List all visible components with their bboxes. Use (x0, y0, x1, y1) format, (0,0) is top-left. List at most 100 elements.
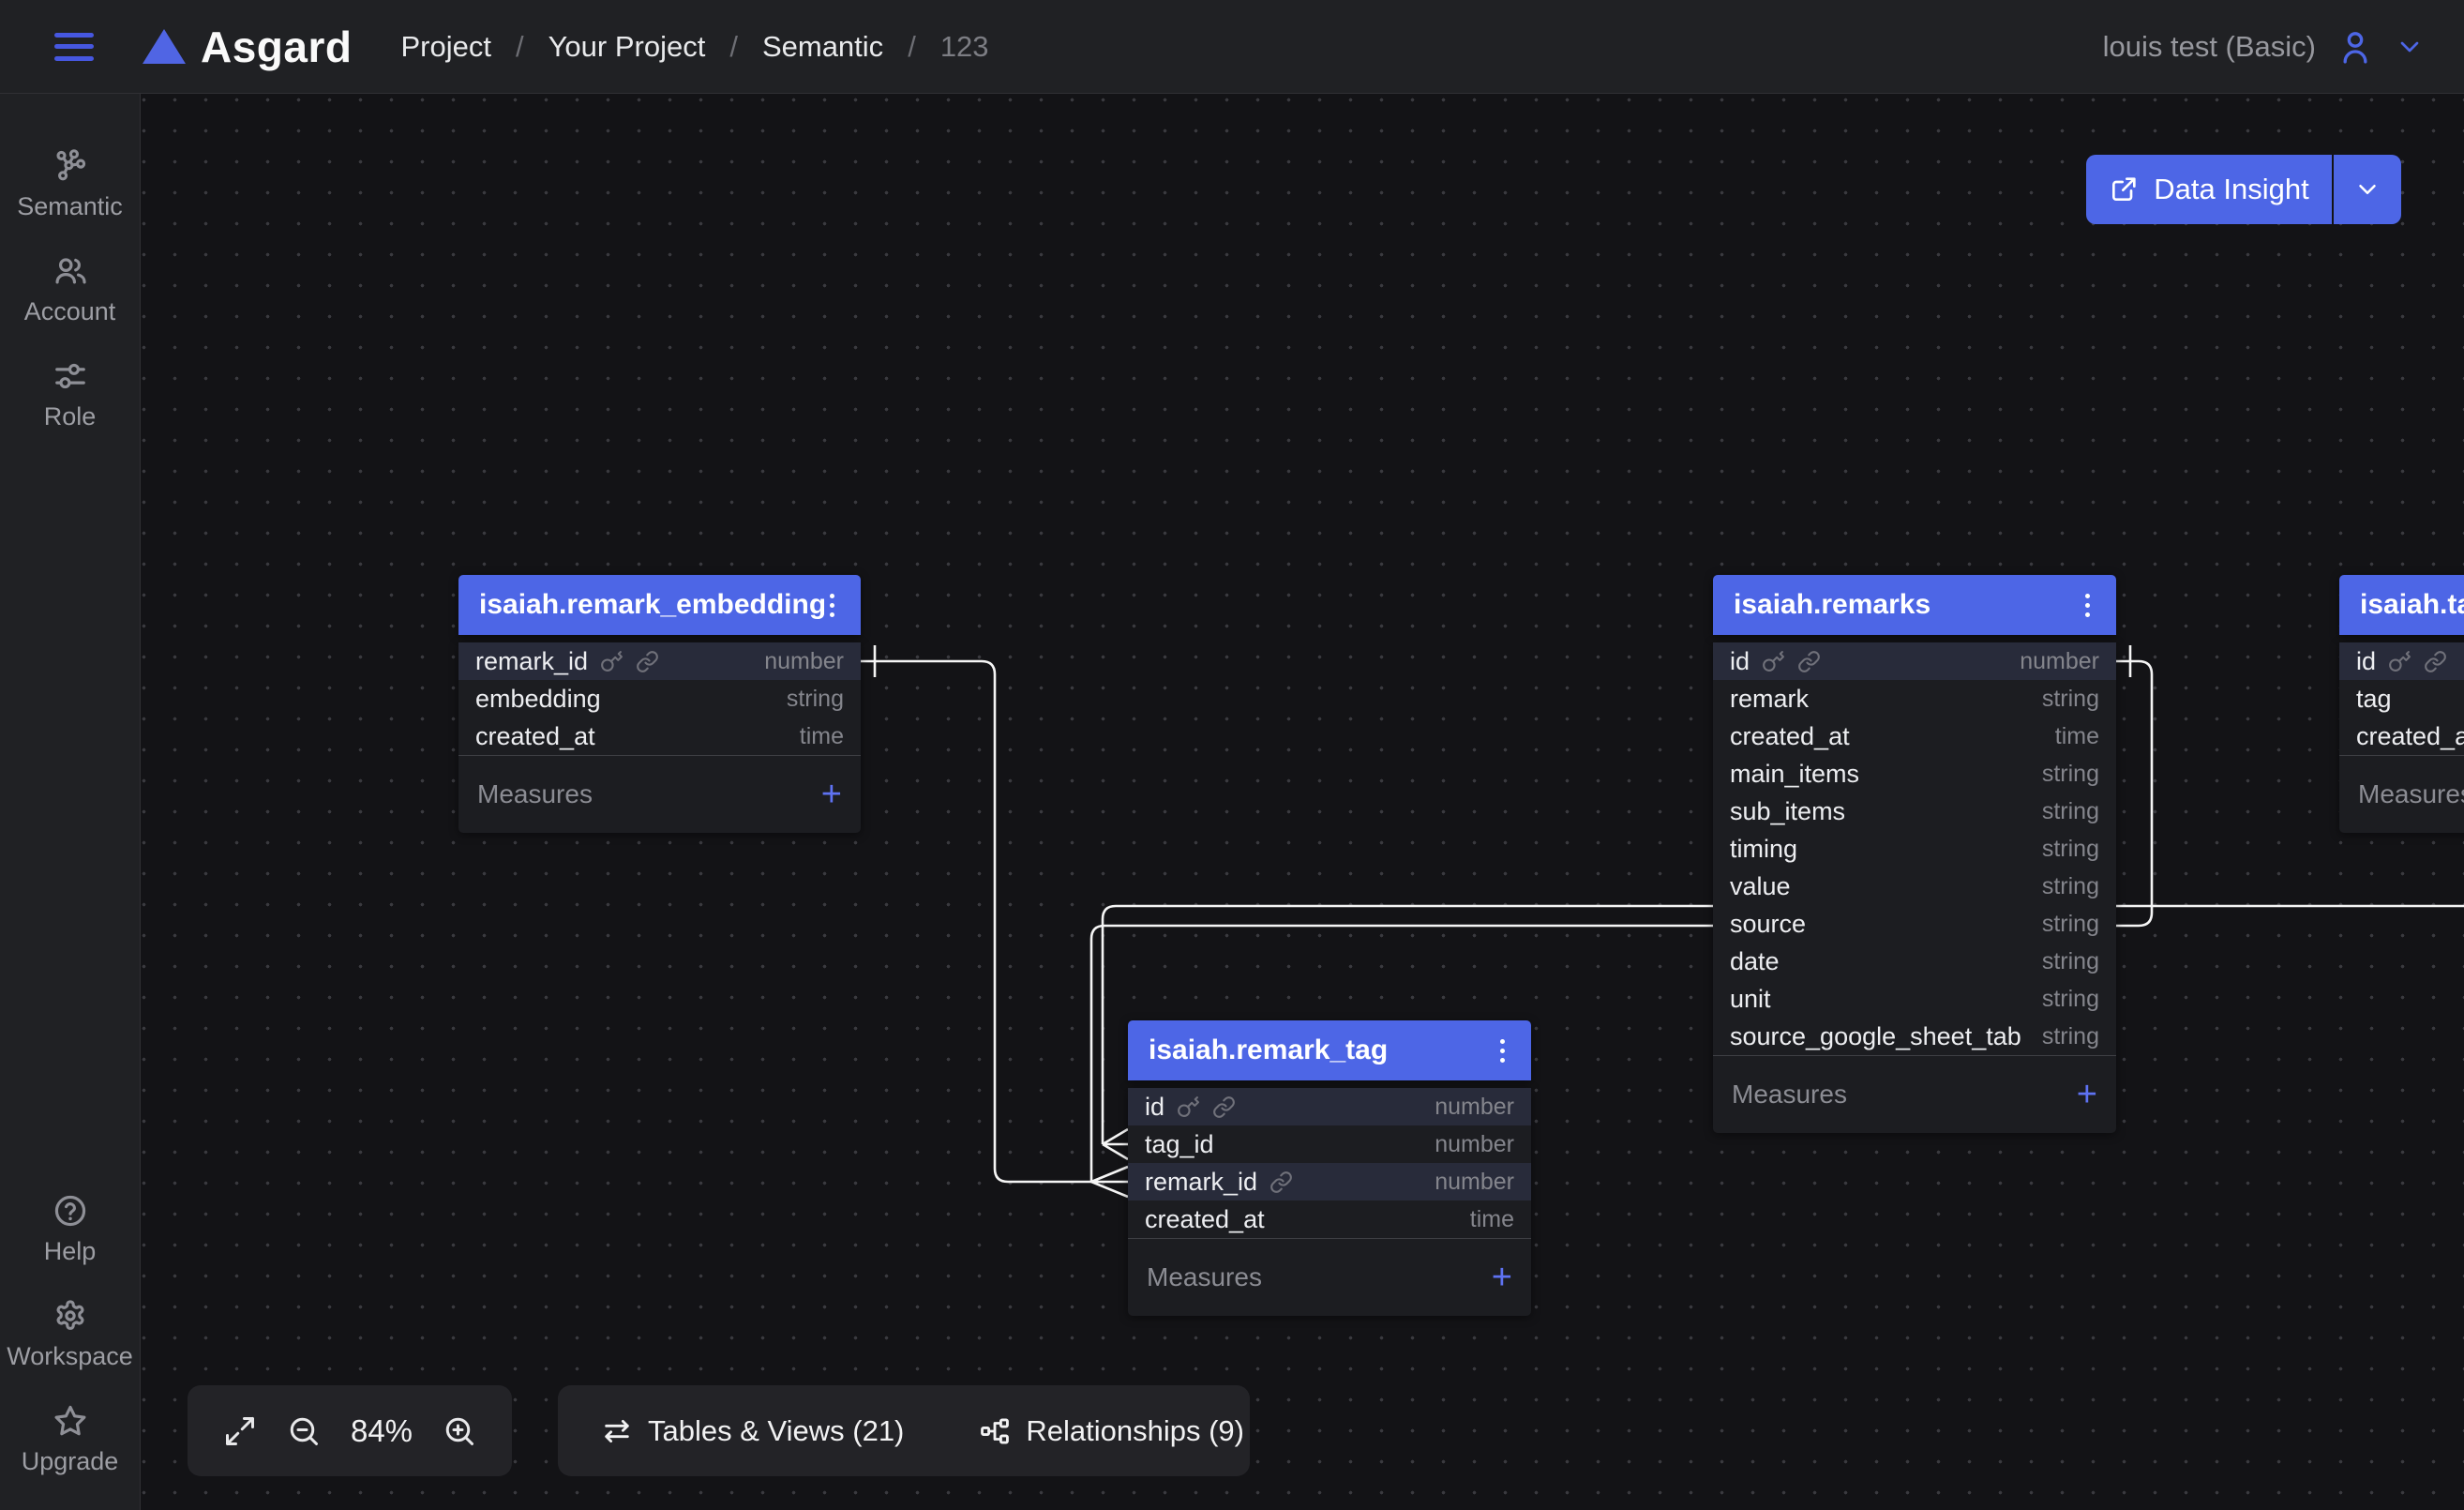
field-row[interactable]: source_google_sheet_tab string (1713, 1018, 2116, 1055)
key-icon (1177, 1095, 1200, 1119)
topbar: Asgard Project / Your Project / Semantic… (0, 0, 2464, 94)
tab-tables-views[interactable]: Tables & Views (21) (601, 1414, 904, 1448)
sidebar-item-upgrade[interactable]: Upgrade (0, 1403, 141, 1476)
table-header[interactable]: isaiah.remarks (1713, 575, 2116, 635)
data-insight-button[interactable]: Data Insight (2086, 155, 2332, 224)
field-row[interactable]: created_at time (1128, 1200, 1531, 1238)
menu-icon[interactable] (54, 32, 94, 61)
breadcrumb-current: 123 (939, 29, 989, 63)
field-row[interactable]: created_at time (1713, 717, 2116, 755)
data-insight-dropdown-button[interactable] (2334, 155, 2401, 224)
sidebar-item-label: Workspace (7, 1342, 133, 1370)
sidebar-item-label: Role (43, 402, 97, 430)
app-title: Asgard (201, 22, 353, 71)
field-name: id (1145, 1092, 1165, 1121)
field-row[interactable]: created_at (2339, 717, 2464, 755)
account-users-icon (54, 258, 86, 284)
table-menu-icon[interactable] (1495, 1034, 1510, 1068)
table-menu-icon[interactable] (824, 588, 840, 623)
breadcrumb-separator: / (908, 29, 916, 63)
field-type: number (1435, 1093, 1514, 1120)
key-icon (1762, 650, 1785, 673)
sidebar-item-label: Upgrade (21, 1447, 119, 1475)
sidebar-bottom-group: Help Workspace Upgrade (0, 1193, 141, 1476)
breadcrumb-project[interactable]: Project (400, 29, 491, 63)
bottom-tabs: Tables & Views (21) Relationships (9) (558, 1385, 1250, 1476)
sidebar-item-label: Help (43, 1237, 97, 1265)
field-row[interactable]: remark_id number (458, 642, 861, 680)
table-title: isaiah.remark_embeddings (479, 589, 824, 620)
table-card-remarks[interactable]: isaiah.remarks id number remark string c… (1713, 575, 2116, 1133)
zoom-out-icon[interactable] (287, 1414, 321, 1448)
sidebar-item-account[interactable]: Account (0, 253, 141, 326)
field-name: remark_id (475, 646, 589, 675)
field-name: embedding (475, 684, 601, 713)
table-menu-icon[interactable] (2080, 588, 2096, 623)
sidebar-item-help[interactable]: Help (0, 1193, 141, 1266)
field-row[interactable]: tag (2339, 680, 2464, 717)
key-icon (600, 650, 624, 673)
zoom-in-icon[interactable] (443, 1414, 476, 1448)
divider (1128, 1238, 1531, 1239)
field-type: string (2041, 1022, 2099, 1049)
link-icon (636, 650, 659, 673)
breadcrumb-your-project[interactable]: Your Project (548, 29, 706, 63)
field-row[interactable]: id number (1713, 642, 2116, 680)
table-title: isaiah.tags (2360, 589, 2464, 620)
table-card-remark-tag[interactable]: isaiah.remark_tag id number tag_id numbe… (1128, 1020, 1531, 1316)
breadcrumb-separator: / (729, 29, 738, 63)
field-type: time (1469, 1205, 1514, 1232)
field-row[interactable]: embedding string (458, 680, 861, 717)
sidebar-item-semantic[interactable]: Semantic (0, 148, 141, 221)
field-row[interactable]: remark string (1713, 680, 2116, 717)
field-type: string (2041, 685, 2099, 712)
field-name: source_google_sheet_tab (1730, 1021, 2021, 1050)
measures-label: Measures (1147, 1262, 1262, 1291)
link-icon (1797, 650, 1821, 673)
external-link-icon (2112, 177, 2136, 201)
field-row[interactable]: source string (1713, 905, 2116, 943)
field-row[interactable]: remark_id number (1128, 1163, 1531, 1200)
field-type: time (2054, 722, 2099, 749)
field-row[interactable]: tag_id number (1128, 1125, 1531, 1163)
chevron-down-icon[interactable] (2395, 32, 2425, 62)
table-card-remark-embeddings[interactable]: isaiah.remark_embeddings remark_id numbe… (458, 575, 861, 833)
sidebar-item-label: Semantic (17, 192, 123, 220)
table-header[interactable]: isaiah.remark_tag (1128, 1020, 1531, 1080)
field-name: tag (2356, 684, 2392, 713)
field-row[interactable]: unit string (1713, 980, 2116, 1018)
field-name: created_at (2356, 721, 2464, 750)
table-body: id tag created_at Measures + (2339, 642, 2464, 833)
field-name: timing (1730, 834, 1798, 863)
breadcrumb-semantic[interactable]: Semantic (761, 29, 884, 63)
link-icon (2424, 650, 2447, 673)
fit-view-icon[interactable] (223, 1414, 257, 1448)
user-avatar-icon[interactable] (2336, 28, 2374, 66)
link-icon (1212, 1095, 1236, 1119)
field-row[interactable]: main_items string (1713, 755, 2116, 793)
field-row[interactable]: id number (1128, 1088, 1531, 1125)
add-measure-button[interactable]: + (2076, 1075, 2097, 1114)
table-card-tags[interactable]: isaiah.tags id tag created_at Measures + (2339, 575, 2464, 833)
semantic-graph-icon (55, 149, 85, 181)
table-header[interactable]: isaiah.remark_embeddings (458, 575, 861, 635)
field-type: string (2041, 910, 2099, 937)
table-header[interactable]: isaiah.tags (2339, 575, 2464, 635)
field-row[interactable]: sub_items string (1713, 793, 2116, 830)
sidebar-item-workspace[interactable]: Workspace (0, 1298, 141, 1371)
field-row[interactable]: value string (1713, 868, 2116, 905)
field-name: id (1730, 646, 1750, 675)
sidebar-item-role[interactable]: Role (0, 358, 141, 431)
field-name: unit (1730, 984, 1771, 1013)
field-type: number (2020, 647, 2099, 674)
field-name: created_at (475, 721, 595, 750)
add-measure-button[interactable]: + (820, 775, 842, 814)
field-row[interactable]: timing string (1713, 830, 2116, 868)
field-row[interactable]: id (2339, 642, 2464, 680)
link-icon (1270, 1170, 1293, 1194)
field-row[interactable]: created_at time (458, 717, 861, 755)
field-row[interactable]: date string (1713, 943, 2116, 980)
add-measure-button[interactable]: + (1491, 1258, 1512, 1297)
tab-relationships[interactable]: Relationships (9) (979, 1414, 1244, 1448)
field-type: string (2041, 947, 2099, 974)
